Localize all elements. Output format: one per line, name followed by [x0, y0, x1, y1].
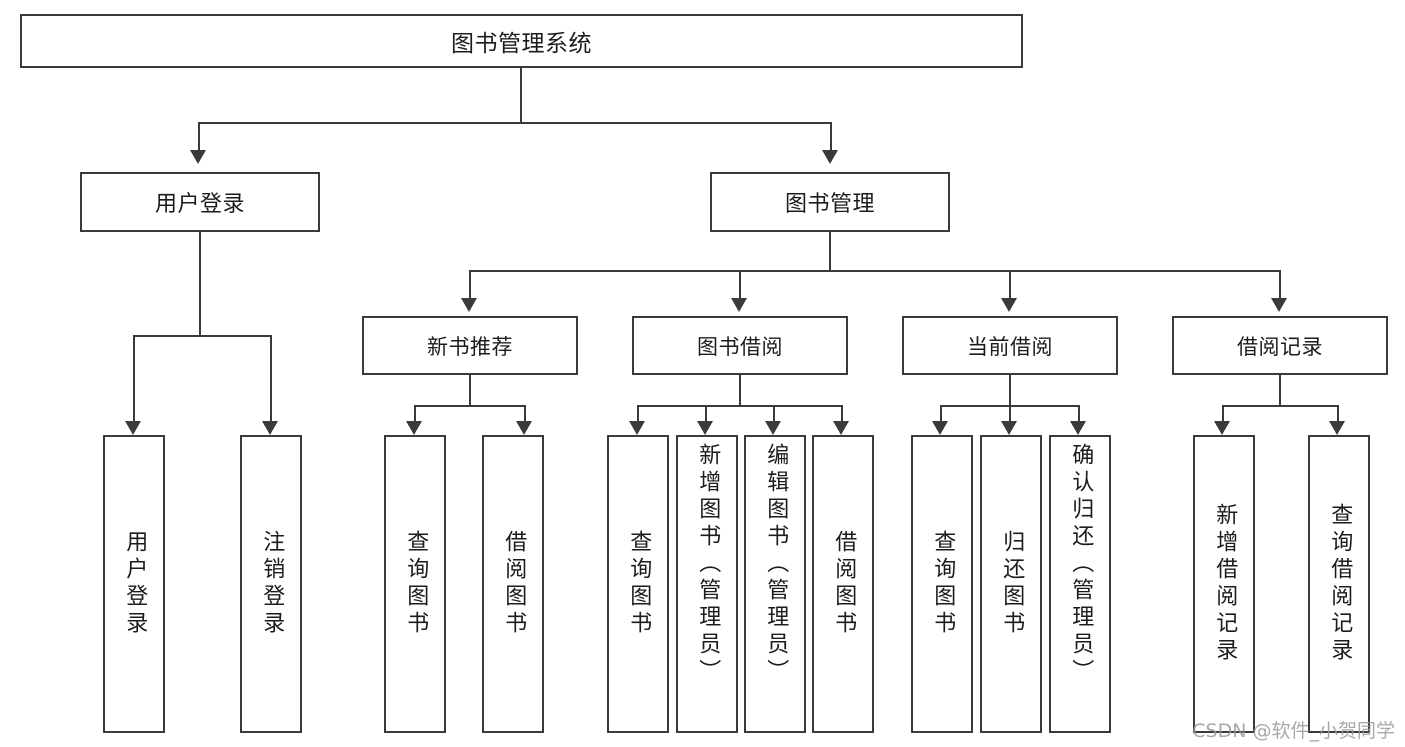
connector-user-login-drop-1: [133, 335, 135, 421]
connector-book-borrow-stem: [739, 375, 741, 405]
leaf-user-login-login[interactable]: 用户登录: [103, 435, 165, 733]
arrowhead-book-borrow-leaf-4: [833, 421, 849, 435]
leaf-label: 借阅图书: [501, 530, 527, 638]
leaf-label: 用户登录: [122, 530, 148, 638]
leaf-new-book-borrow[interactable]: 借阅图书: [482, 435, 544, 733]
leaf-book-borrow-borrow[interactable]: 借阅图书: [812, 435, 874, 733]
node-book-manage[interactable]: 图书管理: [710, 172, 950, 232]
leaf-label: 归还图书: [999, 530, 1025, 638]
connector-book-manage-drop-4: [1279, 270, 1281, 298]
connector-current-borrow-drop-2: [1009, 405, 1011, 421]
leaf-label: 查询图书: [626, 530, 652, 638]
arrowhead-to-new-book-recommend: [461, 298, 477, 312]
connector-root-bus: [198, 122, 832, 124]
connector-book-borrow-drop-3: [773, 405, 775, 421]
arrowhead-user-login-leaf-1: [125, 421, 141, 435]
node-user-login-label: 用户登录: [154, 192, 245, 217]
arrowhead-to-borrow-record: [1271, 298, 1287, 312]
arrowhead-to-user-login: [190, 150, 206, 164]
leaf-current-borrow-query[interactable]: 查询图书: [911, 435, 973, 733]
connector-book-manage-drop-3: [1009, 270, 1011, 298]
connector-root-drop-right: [830, 122, 832, 150]
connector-current-borrow-drop-3: [1078, 405, 1080, 421]
connector-book-manage-stem: [829, 232, 831, 270]
leaf-book-borrow-add[interactable]: 新增图书（管理员）: [676, 435, 738, 733]
node-new-book-recommend-label: 新书推荐: [427, 334, 513, 359]
connector-current-borrow-stem: [1009, 375, 1011, 405]
connector-book-borrow-drop-1: [637, 405, 639, 421]
leaf-book-borrow-query[interactable]: 查询图书: [607, 435, 669, 733]
connector-current-borrow-drop-1: [940, 405, 942, 421]
node-current-borrow-label: 当前借阅: [967, 334, 1053, 359]
leaf-book-borrow-edit[interactable]: 编辑图书（管理员）: [744, 435, 806, 733]
connector-book-borrow-drop-4: [841, 405, 843, 421]
arrowhead-current-borrow-leaf-3: [1070, 421, 1086, 435]
leaf-label: 新增借阅记录: [1212, 503, 1238, 665]
leaf-label: 注销登录: [259, 530, 285, 638]
arrowhead-new-book-leaf-2: [516, 421, 532, 435]
connector-root-drop-left: [198, 122, 200, 150]
arrowhead-book-borrow-leaf-2: [697, 421, 713, 435]
leaf-new-book-query[interactable]: 查询图书: [384, 435, 446, 733]
connector-user-login-drop-2: [270, 335, 272, 421]
arrowhead-book-borrow-leaf-1: [629, 421, 645, 435]
leaf-label: 查询借阅记录: [1327, 503, 1353, 665]
node-root-label: 图书管理系统: [451, 31, 592, 57]
leaf-label: 查询图书: [403, 530, 429, 638]
node-new-book-recommend[interactable]: 新书推荐: [362, 316, 578, 375]
arrowhead-to-book-manage: [822, 150, 838, 164]
connector-book-borrow-bus: [637, 405, 841, 407]
connector-new-book-stem: [469, 375, 471, 405]
connector-borrow-record-drop-1: [1222, 405, 1224, 421]
node-user-login[interactable]: 用户登录: [80, 172, 320, 232]
arrowhead-borrow-record-leaf-1: [1214, 421, 1230, 435]
connector-borrow-record-drop-2: [1337, 405, 1339, 421]
arrowhead-user-login-leaf-2: [262, 421, 278, 435]
connector-user-login-stem: [199, 232, 201, 335]
leaf-label: 新增图书（管理员）: [695, 443, 721, 686]
arrowhead-book-borrow-leaf-3: [765, 421, 781, 435]
connector-new-book-drop-2: [524, 405, 526, 421]
connector-new-book-bus: [414, 405, 524, 407]
leaf-borrow-record-query[interactable]: 查询借阅记录: [1308, 435, 1370, 733]
arrowhead-to-book-borrow: [731, 298, 747, 312]
node-book-manage-label: 图书管理: [784, 192, 875, 217]
arrowhead-borrow-record-leaf-2: [1329, 421, 1345, 435]
leaf-label: 确认归还（管理员）: [1068, 443, 1094, 686]
arrowhead-current-borrow-leaf-1: [932, 421, 948, 435]
node-book-borrow-label: 图书借阅: [697, 334, 783, 359]
node-current-borrow[interactable]: 当前借阅: [902, 316, 1118, 375]
connector-book-manage-drop-1: [469, 270, 471, 298]
node-borrow-record[interactable]: 借阅记录: [1172, 316, 1388, 375]
connector-borrow-record-bus: [1222, 405, 1337, 407]
leaf-current-borrow-return[interactable]: 归还图书: [980, 435, 1042, 733]
arrowhead-to-current-borrow: [1001, 298, 1017, 312]
connector-book-manage-drop-2: [739, 270, 741, 298]
leaf-borrow-record-add[interactable]: 新增借阅记录: [1193, 435, 1255, 733]
connector-borrow-record-stem: [1279, 375, 1281, 405]
connector-book-manage-bus: [469, 270, 1281, 272]
connector-new-book-drop-1: [414, 405, 416, 421]
connector-root-stem: [520, 68, 522, 122]
node-borrow-record-label: 借阅记录: [1237, 334, 1323, 359]
arrowhead-current-borrow-leaf-2: [1001, 421, 1017, 435]
leaf-current-borrow-confirm[interactable]: 确认归还（管理员）: [1049, 435, 1111, 733]
leaf-label: 编辑图书（管理员）: [763, 443, 789, 686]
node-root-system[interactable]: 图书管理系统: [20, 14, 1023, 68]
node-book-borrow[interactable]: 图书借阅: [632, 316, 848, 375]
connector-user-login-bus: [133, 335, 270, 337]
leaf-label: 借阅图书: [831, 530, 857, 638]
connector-book-borrow-drop-2: [705, 405, 707, 421]
leaf-user-login-logout[interactable]: 注销登录: [240, 435, 302, 733]
leaf-label: 查询图书: [930, 530, 956, 638]
arrowhead-new-book-leaf-1: [406, 421, 422, 435]
